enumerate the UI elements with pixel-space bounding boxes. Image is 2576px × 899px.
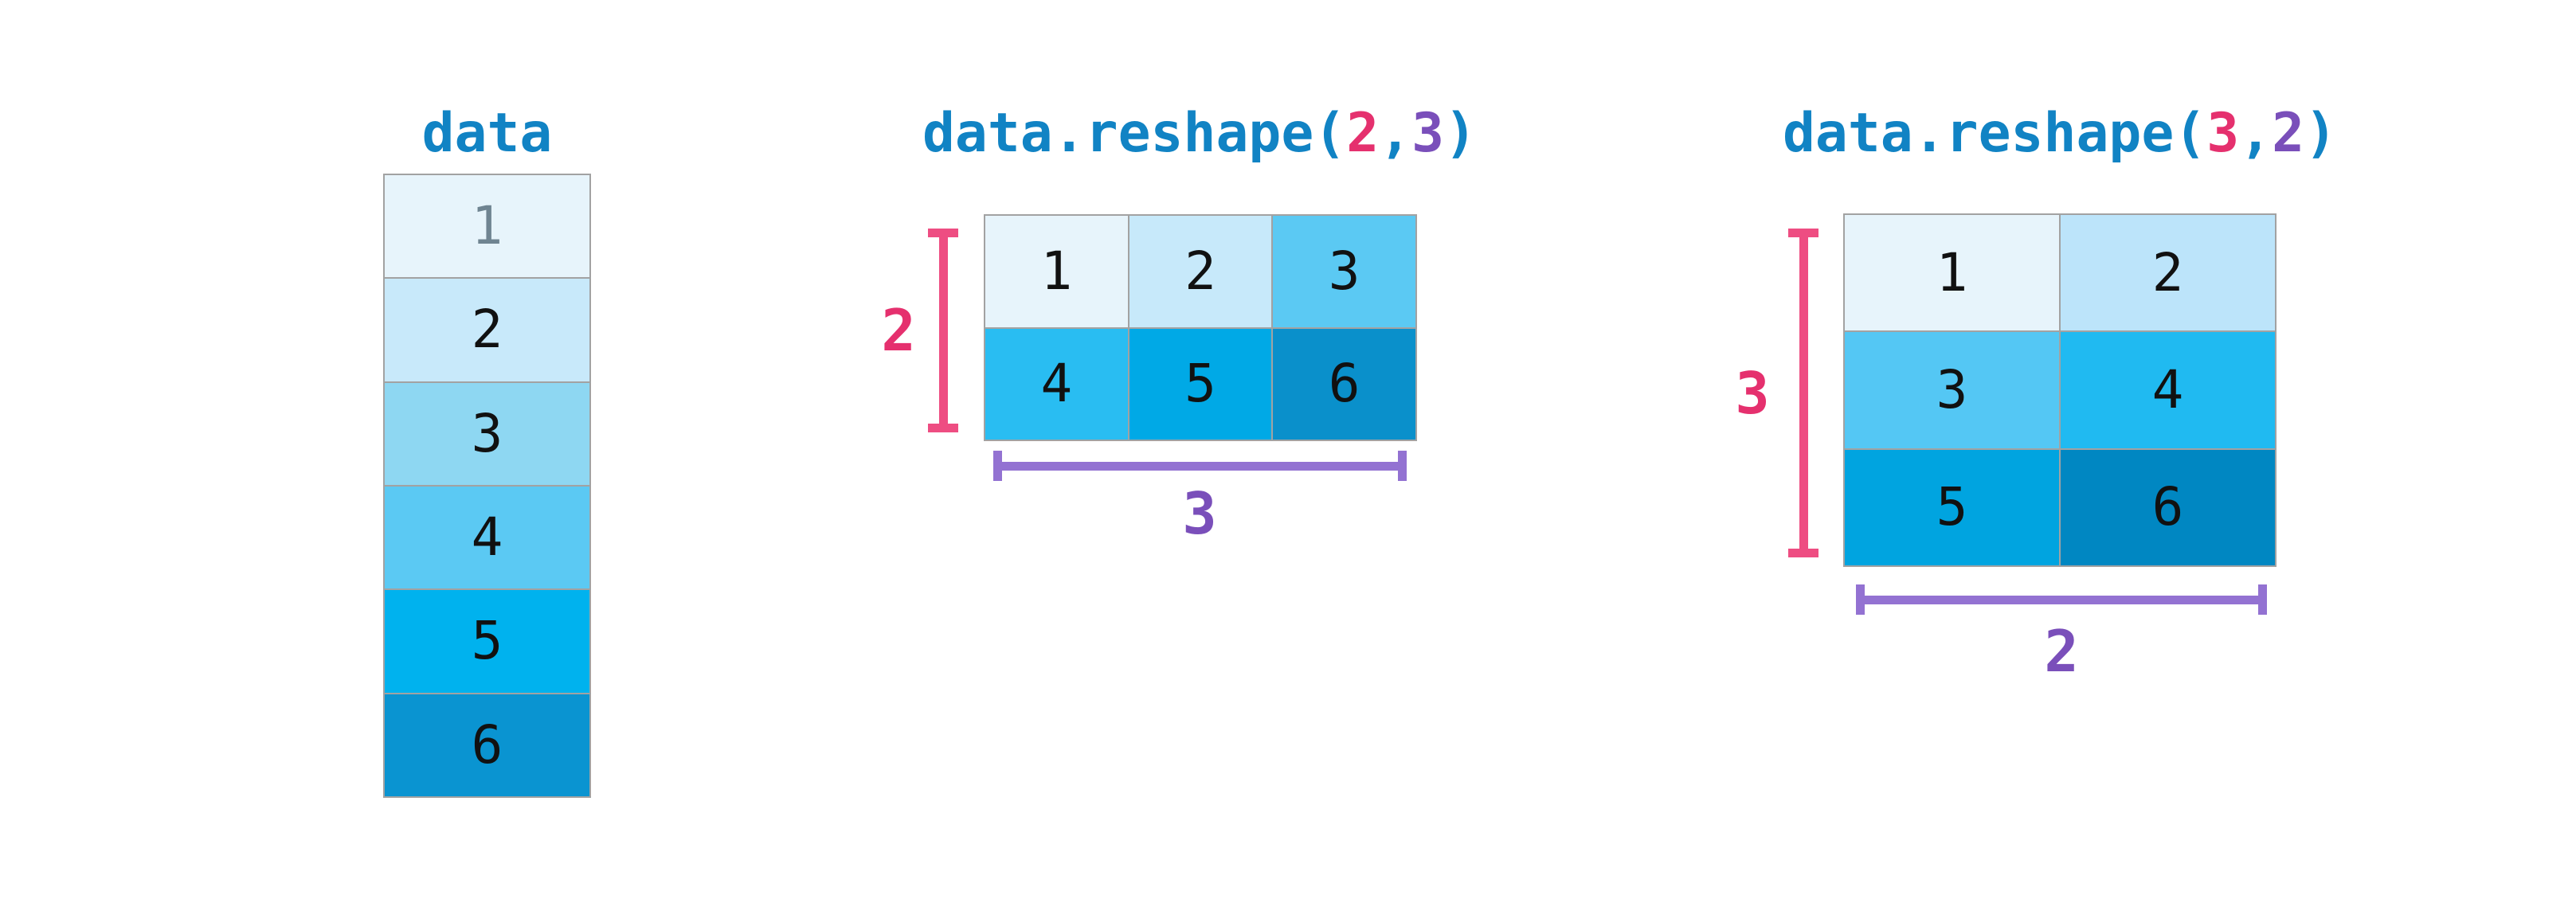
reshape-2-3-title-prefix: data.reshape( <box>922 102 1347 165</box>
data-cell-2: 2 <box>385 279 589 381</box>
reshape-2-3-title: data.reshape(2,3) <box>921 107 1478 161</box>
data-cell-4: 4 <box>385 486 589 589</box>
reshape-3-2-title-cols-arg: 2 <box>2272 102 2305 165</box>
reshape-3-2-row-count-bracket <box>1788 229 1818 557</box>
bracket-cap-top <box>928 229 958 237</box>
reshape-3-2-row-count-label: 3 <box>1735 360 1770 427</box>
reshape-2-3-row-count-label: 2 <box>881 297 916 364</box>
reshape-3-2-title-prefix: data.reshape( <box>1782 102 2207 165</box>
bracket-line <box>1799 229 1808 557</box>
reshape-3-2-cell-r1c1: 1 <box>1845 215 2059 331</box>
reshape-2-3-matrix: 1 2 3 4 5 6 <box>984 214 1417 441</box>
bracket-cap-bottom <box>928 424 958 432</box>
reshape-2-3-col-count-bracket <box>993 451 1407 481</box>
reshape-2-3-title-close-paren: ) <box>1444 102 1478 165</box>
data-cell-1: 1 <box>385 175 589 278</box>
reshape-3-2-col-count-label: 2 <box>2044 618 2079 685</box>
bracket-cap-bottom <box>1788 549 1818 557</box>
bracket-cap-left <box>1856 584 1865 615</box>
reshape-3-2-matrix: 1 2 3 4 5 6 <box>1843 213 2277 567</box>
bracket-cap-top <box>1788 229 1818 237</box>
data-vector-title: data <box>421 102 553 165</box>
reshape-3-2-title-close-paren: ) <box>2304 102 2338 165</box>
reshape-2-3-title-comma: , <box>1379 102 1412 165</box>
reshape-2-3-cell-r2c3: 6 <box>1273 328 1415 440</box>
reshape-2-3-title-rows-arg: 2 <box>1346 102 1380 165</box>
reshape-2-3-cell-r2c1: 4 <box>985 328 1128 440</box>
reshape-2-3-title-cols-arg: 3 <box>1411 102 1445 165</box>
reshape-3-2-cell-r2c1: 3 <box>1845 332 2059 448</box>
reshape-2-3-row-count-bracket <box>928 229 958 432</box>
bracket-cap-right <box>1398 451 1407 481</box>
bracket-line <box>993 461 1407 471</box>
data-cell-5: 5 <box>385 590 589 693</box>
data-cell-6: 6 <box>385 694 589 796</box>
reshape-2-3-cell-r2c2: 5 <box>1129 328 1272 440</box>
reshape-3-2-cell-r2c2: 4 <box>2061 332 2275 448</box>
reshape-3-2-col-count-bracket <box>1856 584 2267 615</box>
reshape-3-2-cell-r3c2: 6 <box>2061 449 2275 565</box>
reshape-3-2-title-rows-arg: 3 <box>2206 102 2240 165</box>
bracket-cap-right <box>2258 584 2267 615</box>
reshape-2-3-col-count-label: 3 <box>1182 480 1217 547</box>
bracket-line <box>938 229 948 432</box>
reshape-3-2-cell-r1c2: 2 <box>2061 215 2275 331</box>
reshape-2-3-cell-r1c1: 1 <box>985 216 1128 327</box>
reshape-2-3-cell-r1c2: 2 <box>1129 216 1272 327</box>
reshape-2-3-cell-r1c3: 3 <box>1273 216 1415 327</box>
bracket-line <box>1856 595 2267 604</box>
data-vector-matrix: 1 2 3 4 5 6 <box>383 174 591 798</box>
data-cell-3: 3 <box>385 382 589 485</box>
reshape-3-2-title-comma: , <box>2239 102 2273 165</box>
bracket-cap-left <box>993 451 1002 481</box>
reshape-3-2-cell-r3c1: 5 <box>1845 449 2059 565</box>
reshape-3-2-title: data.reshape(3,2) <box>1781 107 2339 161</box>
